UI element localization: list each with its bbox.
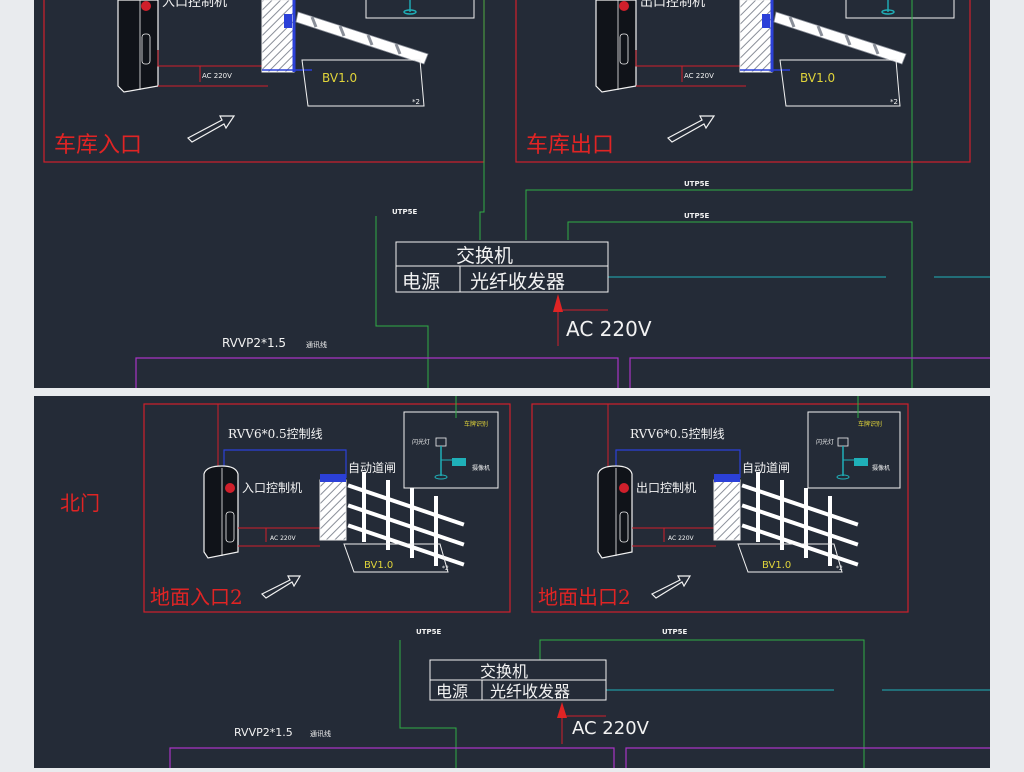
utp-label-right-bottom: UTP5E [662,628,687,636]
top-panel: 入口控制机 AC 220V BV1.0 *2 车库入口 [34,0,990,388]
entry-controller-label: 入口控制机 [162,0,227,10]
entry-loop-label: BV1.0 [322,71,357,85]
switch-box-top [395,241,609,293]
transceiver-label-top: 光纤收发器 [470,271,565,293]
cable-spec-bottom: RVVP2*1.5 [234,726,293,739]
zone-exit-label-bottom: 地面出口2 [538,585,631,609]
top-panel-background [34,0,990,388]
utp-label-left: UTP5E [392,208,417,216]
exit-loop-label: BV1.0 [800,71,835,85]
flash-label-right: 闪光灯 [816,438,834,446]
switch-label-bottom: 交换机 [480,662,528,681]
entry-loop-label-bottom: BV1.0 [364,560,393,571]
cable-type-top: 通讯线 [306,340,327,349]
exit-loop-note-bottom: *2 [836,565,843,572]
main-power-label-bottom: AC 220V [572,718,650,739]
barrier-right [713,472,859,567]
exit-voltage-label: AC 220V [684,72,714,80]
camera-label-right: 摄像机 [872,464,890,472]
exit-controller-top [595,0,637,93]
camera-icon-left [434,437,466,480]
entry-ground-loop [301,59,425,107]
flash-label-left: 闪光灯 [412,438,430,446]
entry-voltage-label: AC 220V [202,72,232,80]
rvvp-cable-top [135,357,990,388]
entry-direction-arrow [187,115,236,143]
cable-spec-top: RVVP2*1.5 [222,336,286,350]
exit-direction-arrow-bottom [650,575,692,599]
entry-controller-label-bottom: 入口控制机 [242,481,302,495]
camera-icon-right [836,437,868,480]
exit-ground-loop-bottom [737,543,843,573]
exit-direction-arrow [667,115,716,143]
exit-controller-label-bottom: 出口控制机 [636,481,696,495]
entry-loop-note-bottom: *2 [442,565,449,572]
zone-garage-exit [515,0,971,163]
exit-ground-loop [779,59,901,107]
plate-recognition-right: 车牌识别 [858,420,882,428]
network-wires-top [375,0,913,388]
gate-label: 北门 [60,491,100,515]
camera-box-exit [845,0,955,19]
camera-box-right [807,411,901,489]
camera-box-left [403,411,499,489]
plate-recognition-left: 车牌识别 [464,420,488,428]
utp-label-left-bottom: UTP5E [416,628,441,636]
bottom-panel-background [34,396,990,772]
power-label-bottom: 电源 [436,682,468,701]
switch-label-top: 交换机 [456,245,513,267]
bottom-panel: 北门 RVV6*0.5控制线 车牌识别 闪光灯 摄像机 入口控制机 AC 220 [34,396,990,772]
entry-controller-top [117,0,159,93]
entry-barrier-top [261,0,429,73]
camera-box-entry [365,0,475,19]
control-cable-left: RVV6*0.5控制线 [228,427,323,441]
rvvp-cable-bottom [169,747,990,768]
exit-controller-label: 出口控制机 [640,0,705,10]
barrier-label-right: 自动道闸 [742,461,790,475]
exit-barrier-top [739,0,907,73]
power-label-top: 电源 [402,271,440,293]
zone-entry-label: 车库入口 [54,133,142,158]
entry-loop-note: *2 [412,98,420,106]
main-power-label-top: AC 220V [566,317,652,341]
switch-box-bottom [429,659,607,701]
entry-direction-arrow-bottom [260,575,302,599]
entry-controller-bottom [203,465,239,559]
transceiver-label-bottom: 光纤收发器 [490,682,570,701]
power-arrow-top [553,294,563,312]
control-cable-right: RVV6*0.5控制线 [630,427,725,441]
barrier-label-left: 自动道闸 [348,461,396,475]
zone-ground-exit [531,403,909,613]
cable-type-bottom: 通讯线 [310,729,331,738]
zone-ground-entry [143,403,511,613]
exit-voltage-label-bottom: AC 220V [668,535,695,542]
zone-entry-label-bottom: 地面入口2 [150,585,243,609]
barrier-left [319,472,465,567]
entry-voltage-label-bottom: AC 220V [270,535,297,542]
utp-label-right-2: UTP5E [684,212,709,220]
power-arrow-bottom [557,702,567,718]
exit-loop-note: *2 [890,98,898,106]
entry-ground-loop-bottom [343,543,449,573]
camera-label-left: 摄像机 [472,464,490,472]
utp-label-right-1: UTP5E [684,180,709,188]
zone-exit-label: 车库出口 [526,133,614,158]
exit-controller-bottom [597,465,633,559]
exit-loop-label-bottom: BV1.0 [762,560,791,571]
